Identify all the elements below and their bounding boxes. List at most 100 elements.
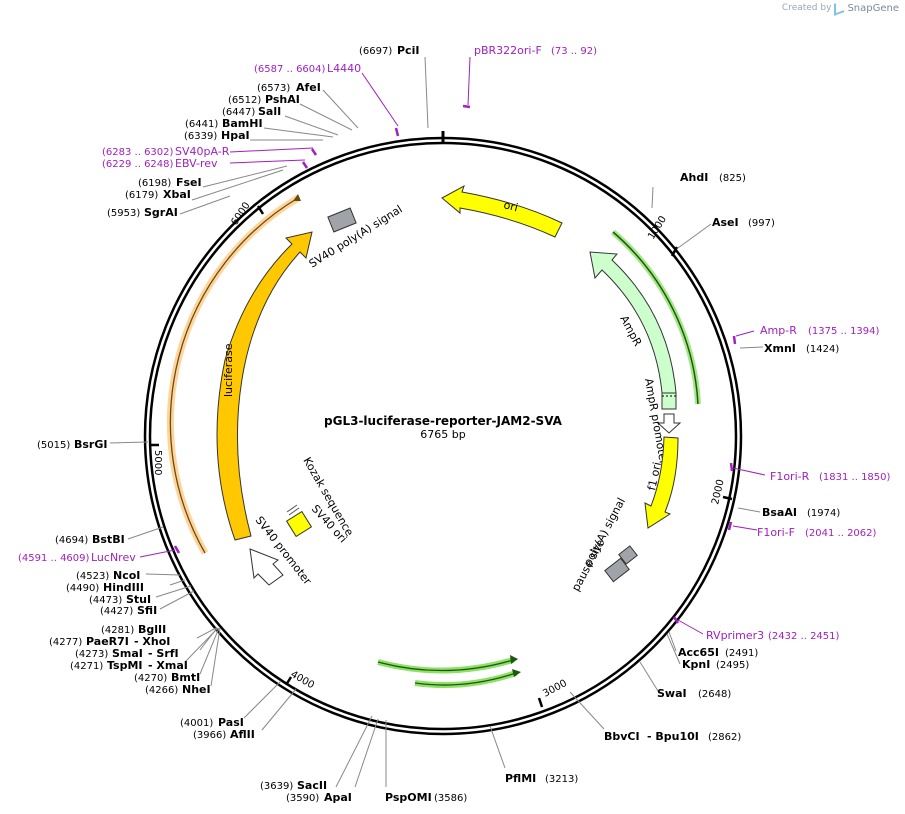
luciferase-region-arrow: [293, 194, 301, 201]
svg-text:(4427): (4427): [100, 606, 133, 617]
primer-lucnrev[interactable]: (4591 .. 4609) LucNrev: [18, 551, 136, 564]
site-xmni[interactable]: XmnI (1424): [764, 342, 839, 355]
svg-text:(1424): (1424): [806, 344, 839, 355]
site-apai[interactable]: (3590) ApaI: [286, 791, 352, 804]
feature-ampr[interactable]: AmpR: [589, 251, 677, 394]
svg-text:(73 .. 92): (73 .. 92): [551, 46, 597, 57]
site-aflii[interactable]: (3966) AflII: [193, 728, 255, 741]
svg-text:- XmaI: - XmaI: [148, 659, 188, 672]
site-ahdi[interactable]: AhdI (825): [680, 171, 746, 184]
svg-text:(1974): (1974): [807, 508, 840, 519]
site-bsaai[interactable]: BsaAI (1974): [762, 506, 840, 519]
site-smai[interactable]: (4273) SmaI - SrfI: [75, 647, 179, 660]
svg-text:SmaI: SmaI: [112, 647, 143, 660]
svg-text:XbaI: XbaI: [163, 188, 191, 201]
svg-text:Amp-R: Amp-R: [760, 324, 797, 337]
svg-text:(4694): (4694): [55, 535, 88, 546]
svg-text:Acc65I: Acc65I: [678, 646, 719, 659]
svg-text:NcoI: NcoI: [113, 569, 140, 582]
svg-text:BsaAI: BsaAI: [762, 506, 797, 519]
svg-text:(6587 .. 6604): (6587 .. 6604): [254, 64, 326, 75]
primer-l4440[interactable]: (6587 .. 6604) L4440: [254, 62, 361, 75]
svg-text:HpaI: HpaI: [221, 129, 250, 142]
site-bmti[interactable]: (4270) BmtI: [134, 671, 200, 684]
primer-pbr322ori-f[interactable]: pBR322ori-F (73 .. 92): [474, 44, 597, 57]
site-fsei[interactable]: (6198) FseI: [138, 176, 202, 189]
green-arc-2-highlight: [414, 670, 517, 689]
svg-text:(3586): (3586): [434, 793, 467, 804]
svg-text:(6512): (6512): [228, 95, 261, 106]
svg-text:(6339): (6339): [184, 131, 217, 142]
site-bbvci[interactable]: BbvCI - Bpu10I (2862): [604, 730, 741, 743]
svg-text:(4277): (4277): [49, 637, 82, 648]
site-tspmi[interactable]: (4271) TspMI - XmaI: [70, 659, 188, 672]
site-afei[interactable]: (6573) AfeI: [257, 81, 321, 94]
site-pspomi[interactable]: PspOMI (3586): [385, 791, 467, 804]
restriction-site-labels: (6697) PciI (6573) AfeI (6512) PshAI (64…: [37, 44, 840, 804]
svg-text:(825): (825): [719, 173, 746, 184]
site-sacii[interactable]: (3639) SacII: [260, 779, 327, 792]
svg-text:TspMI: TspMI: [107, 659, 143, 672]
luciferase-region-line: [169, 197, 299, 554]
feature-luciferase[interactable]: luciferase: [216, 231, 313, 541]
svg-text:(5953): (5953): [107, 208, 140, 219]
snapgene-app-name: SnapGene: [847, 2, 899, 14]
site-bglii[interactable]: (4281) BglII: [101, 623, 166, 636]
svg-text:F1ori-R: F1ori-R: [770, 470, 810, 483]
ori-label: ori: [502, 198, 519, 214]
svg-text:6000: 6000: [229, 200, 252, 227]
site-sali[interactable]: (6447) SalI: [222, 105, 281, 118]
svg-text:BmtI: BmtI: [171, 671, 200, 684]
site-asei[interactable]: AseI (997): [712, 216, 775, 229]
svg-text:(6447): (6447): [222, 107, 255, 118]
svg-text:AseI: AseI: [712, 216, 739, 229]
feature-pause-site[interactable]: pause site: [569, 537, 630, 593]
svg-text:PspOMI: PspOMI: [385, 791, 432, 804]
svg-text:BamHI: BamHI: [222, 117, 263, 130]
primer-sv40pa-r[interactable]: (6283 .. 6302) SV40pA-R: [102, 145, 230, 158]
primer-rvprimer3[interactable]: RVprimer3 (2432 .. 2451): [706, 629, 840, 642]
feature-f1-ori[interactable]: f1 ori: [644, 436, 679, 529]
svg-text:F1ori-F: F1ori-F: [757, 526, 795, 539]
svg-text:BglII: BglII: [138, 623, 166, 636]
site-hindiii[interactable]: (4490) HindIII: [66, 581, 144, 594]
site-kpni[interactable]: KpnI (2495): [682, 658, 749, 671]
site-pshai[interactable]: (6512) PshAI: [228, 93, 300, 106]
site-stui[interactable]: (4473) StuI: [89, 593, 151, 606]
site-ncoi[interactable]: (4523) NcoI: [76, 569, 140, 582]
site-acc65i[interactable]: Acc65I (2491): [678, 646, 758, 659]
site-paer7i[interactable]: (4277) PaeR7I - XhoI: [49, 635, 170, 648]
svg-text:StuI: StuI: [126, 593, 151, 606]
site-bamhi[interactable]: (6441) BamHI: [185, 117, 263, 130]
feature-ori[interactable]: ori: [441, 184, 563, 238]
svg-text:(2862): (2862): [708, 732, 741, 743]
primer-ebv-rev[interactable]: (6229 .. 6248) EBV-rev: [102, 157, 218, 170]
site-pflmi[interactable]: PflMI (3213): [505, 772, 578, 785]
primer-amp-r[interactable]: Amp-R (1375 .. 1394): [760, 324, 880, 337]
svg-text:(6283 .. 6302): (6283 .. 6302): [102, 147, 174, 158]
site-pcii[interactable]: (6697) PciI: [359, 44, 419, 57]
svg-text:(1375 .. 1394): (1375 .. 1394): [808, 326, 880, 337]
svg-text:AfeI: AfeI: [296, 81, 321, 94]
primer-f1ori-r[interactable]: F1ori-R (1831 .. 1850): [770, 470, 891, 483]
site-nhei[interactable]: (4266) NheI: [145, 683, 211, 696]
svg-text:EBV-rev: EBV-rev: [175, 157, 218, 170]
site-hpai[interactable]: (6339) HpaI: [184, 129, 250, 142]
site-sfii[interactable]: (4427) SfiI: [100, 604, 157, 617]
svg-text:(2491): (2491): [725, 648, 758, 659]
svg-text:- XhoI: - XhoI: [134, 635, 170, 648]
ruler-tick-5000: 5000: [150, 443, 163, 475]
svg-text:LucNrev: LucNrev: [91, 551, 136, 564]
site-swai[interactable]: SwaI (2648): [657, 687, 731, 700]
site-bstbi[interactable]: (4694) BstBI: [55, 533, 125, 546]
feature-sv40-polya-signal[interactable]: SV40 poly(A) signal: [307, 203, 405, 271]
site-pasi[interactable]: (4001) PasI: [180, 716, 244, 729]
site-bsrgi[interactable]: (5015) BsrGI: [37, 438, 107, 451]
site-sgrai[interactable]: (5953) SgrAI: [107, 206, 178, 219]
primer-f1ori-f[interactable]: F1ori-F (2041 .. 2062): [757, 526, 877, 539]
luciferase-label: luciferase: [222, 343, 235, 397]
svg-text:PflMI: PflMI: [505, 772, 536, 785]
plasmid-name: pGL3-luciferase-reporter-JAM2-SVA: [324, 414, 563, 428]
site-xbai[interactable]: (6179) XbaI: [125, 188, 191, 201]
